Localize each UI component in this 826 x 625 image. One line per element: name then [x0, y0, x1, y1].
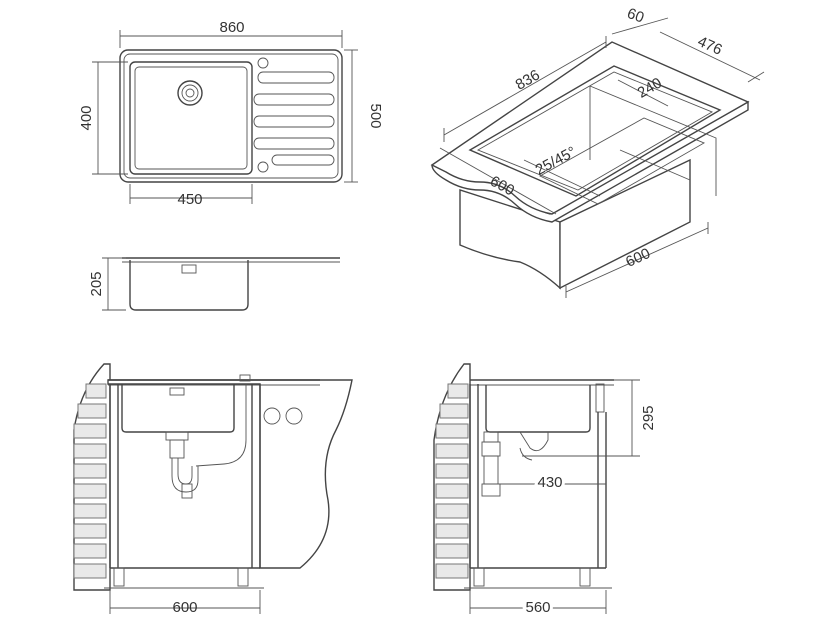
- drainer-ribs: [253, 71, 335, 166]
- top-height-label: 500: [367, 103, 384, 128]
- cabinet-leg: [237, 567, 249, 587]
- persp-length-label: 836: [513, 66, 543, 93]
- persp-depth-label: 476: [695, 33, 725, 59]
- side-height-label: 295: [640, 405, 657, 430]
- cabinet-leg: [113, 567, 125, 587]
- depth-label: 205: [88, 271, 105, 296]
- side-drain-label: 430: [537, 474, 562, 491]
- top-view: 860 500 400 450: [78, 19, 384, 208]
- outlet-icon: [263, 407, 281, 425]
- side-install-view: 295 430 560: [433, 363, 657, 619]
- siphon-icon: [481, 431, 501, 497]
- tap-hole: [257, 57, 269, 69]
- outlet-icon: [285, 407, 303, 425]
- cabinet-leg: [473, 567, 485, 587]
- bowl-width-label: 450: [177, 191, 202, 208]
- front-cabinet-width-label: 600: [172, 599, 197, 616]
- bowl-height-label: 400: [78, 105, 95, 130]
- front-install-view: 600: [73, 363, 353, 616]
- bowl-outline: [129, 61, 253, 175]
- brick-wall: [73, 363, 111, 591]
- brick-wall: [433, 363, 471, 591]
- sink-top-outline: [468, 65, 722, 197]
- sink-outline: [119, 49, 343, 183]
- siphon-icon: [165, 431, 199, 499]
- bowl-section: [485, 385, 591, 433]
- bowl-section: [121, 384, 235, 433]
- perspective-view: 836 60 476 240 25/45° 600 600: [430, 5, 765, 298]
- side-cabinet-depth-label: 560: [525, 599, 550, 616]
- persp-offset-label: 60: [625, 5, 646, 27]
- top-width-label: 860: [219, 19, 244, 36]
- side-section-view: 205: [88, 257, 340, 311]
- drain-icon: [177, 80, 203, 106]
- overflow-slot: [181, 264, 197, 274]
- overflow-hole: [257, 161, 269, 173]
- cabinet-leg: [579, 567, 591, 587]
